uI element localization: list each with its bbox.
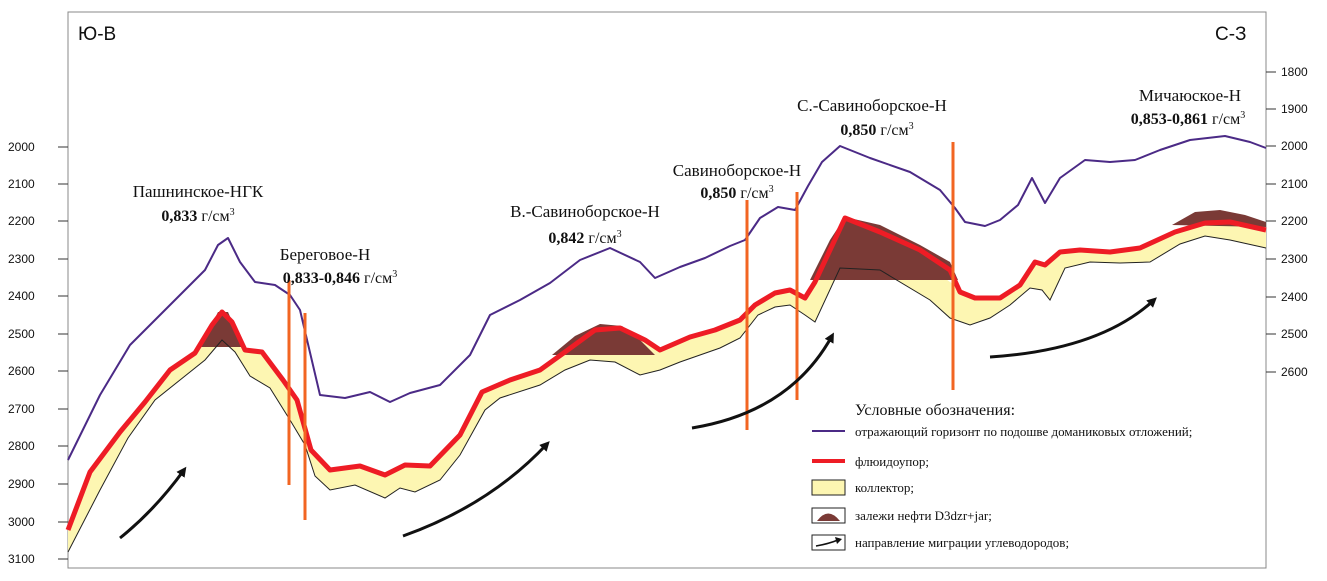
axis-tick-label: 2900 <box>8 477 35 491</box>
field-name: Савиноборское-Н <box>673 161 801 180</box>
field-density: 0,850 г/см3 <box>840 121 913 139</box>
axis-tick-label: 2500 <box>1281 327 1308 341</box>
field-density: 0,833 г/см3 <box>161 207 234 225</box>
legend-label: направление миграции углеводородов; <box>855 535 1069 550</box>
axis-tick-label: 2100 <box>1281 177 1308 191</box>
axis-tick-label: 2200 <box>8 214 35 228</box>
corner-label-left: Ю-В <box>78 24 116 45</box>
section-frame <box>67 11 1267 569</box>
axis-tick-label: 2100 <box>8 177 35 191</box>
field-name: Береговое-Н <box>280 245 371 264</box>
axis-tick-label: 2600 <box>1281 365 1308 379</box>
axis-tick-label: 2300 <box>8 252 35 266</box>
field-density: 0,853-0,861 г/см3 <box>1131 110 1246 128</box>
field-name: С.-Савиноборское-Н <box>797 96 947 115</box>
legend-label: коллектор; <box>855 480 914 495</box>
oil-deposit-s-savinobor <box>810 217 958 280</box>
axis-tick-label: 2400 <box>8 289 35 303</box>
field-label-michayu: Мичаюское-Н 0,853-0,861 г/см3 <box>1131 86 1246 128</box>
axis-tick-label: 2700 <box>8 402 35 416</box>
legend-label: флюидоупор; <box>855 454 929 469</box>
axis-tick-label: 2200 <box>1281 214 1308 228</box>
oil-deposit-pashnino <box>198 312 244 347</box>
left-depth-axis: 2000 2100 2200 2300 2400 2500 2600 2700 … <box>8 140 68 566</box>
field-name: Мичаюское-Н <box>1139 86 1241 105</box>
axis-tick-label: 2300 <box>1281 252 1308 266</box>
oil-deposit-icon <box>817 513 840 521</box>
field-label-pashnino: Пашнинское-НГК 0,833 г/см3 <box>133 182 264 225</box>
field-name: Пашнинское-НГК <box>133 182 264 201</box>
migration-arrow <box>402 441 550 538</box>
horizon-line <box>67 135 1267 461</box>
axis-tick-label: 1900 <box>1281 102 1308 116</box>
corner-label-right: С-З <box>1215 24 1247 45</box>
field-density: 0,850 г/см3 <box>700 184 773 202</box>
axis-tick-label: 2600 <box>8 364 35 378</box>
right-depth-axis: 1800 1900 2000 2100 2200 2300 2400 2500 … <box>1266 65 1308 379</box>
seal-line <box>65 215 1267 531</box>
axis-tick-label: 2000 <box>8 140 35 154</box>
legend-label: залежи нефти D3dzr+jar; <box>855 508 992 523</box>
field-density: 0,833-0,846 г/см3 <box>283 269 398 287</box>
migration-arrow <box>691 332 834 430</box>
field-label-v-savinobor: В.-Савиноборское-Н 0,842 г/см3 <box>510 202 660 247</box>
legend: Условные обозначения: отражающий горизон… <box>811 402 1192 551</box>
axis-tick-label: 2800 <box>8 439 35 453</box>
legend-title: Условные обозначения: <box>855 402 1015 419</box>
migration-arrow <box>119 466 187 540</box>
migration-arrow <box>989 297 1157 359</box>
axis-tick-label: 3000 <box>8 515 35 529</box>
legend-label: отражающий горизонт по подошве домаников… <box>855 424 1192 439</box>
reservoir-base-line <box>67 235 1267 553</box>
field-name: В.-Савиноборское-Н <box>510 202 660 221</box>
axis-tick-label: 2000 <box>1281 139 1308 153</box>
field-label-savinobor: Савиноборское-Н 0,850 г/см3 <box>673 161 801 202</box>
legend-swatch-reservoir <box>811 479 846 496</box>
axis-tick-label: 2400 <box>1281 290 1308 304</box>
field-label-beregovoe: Береговое-Н 0,833-0,846 г/см3 <box>280 245 398 287</box>
axis-tick-label: 3100 <box>8 552 35 566</box>
field-density: 0,842 г/см3 <box>548 229 621 247</box>
axis-tick-label: 1800 <box>1281 65 1308 79</box>
field-label-s-savinobor: С.-Савиноборское-Н 0,850 г/см3 <box>797 96 947 139</box>
axis-tick-label: 2500 <box>8 327 35 341</box>
